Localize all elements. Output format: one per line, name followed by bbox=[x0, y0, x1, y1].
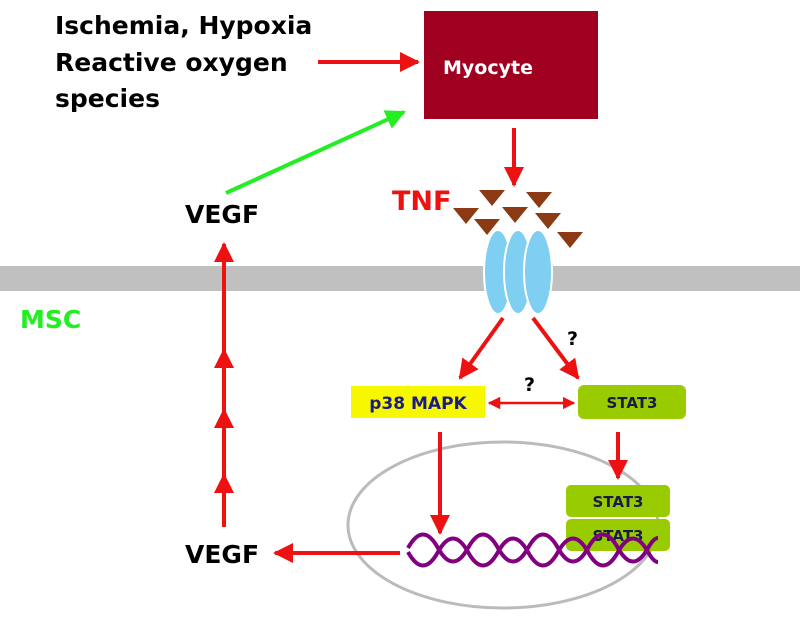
stat3-label: STAT3 bbox=[607, 394, 658, 412]
dna-strand bbox=[406, 536, 659, 568]
arrow-receptor-to-p38 bbox=[458, 316, 505, 380]
question-mark-p38-stat3: ? bbox=[524, 374, 535, 396]
tnf-ligand bbox=[535, 213, 561, 229]
stat3-dimer-top-label: STAT3 bbox=[593, 493, 644, 511]
vegf-top-label: VEGF bbox=[185, 200, 259, 229]
stimulus-label-line2: Reactive oxygen bbox=[55, 48, 288, 77]
stat3-box bbox=[578, 385, 686, 419]
tnf-ligand bbox=[557, 232, 583, 248]
dna-helix bbox=[406, 532, 659, 568]
myocyte-label: Myocyte bbox=[443, 57, 533, 79]
stat3-dimer-top-box bbox=[566, 485, 670, 517]
question-mark-receptor-stat3: ? bbox=[567, 328, 578, 350]
p38-mapk-label: p38 MAPK bbox=[369, 394, 467, 414]
receptor-subunit bbox=[523, 229, 553, 315]
dna-strand bbox=[406, 532, 659, 564]
arrow-receptor-to-stat3 bbox=[531, 316, 580, 380]
tnf-ligand bbox=[474, 219, 500, 235]
cell-membrane bbox=[0, 266, 800, 291]
arrow-vegf-to-myocyte bbox=[225, 110, 406, 195]
tnf-ligand bbox=[526, 192, 552, 208]
tnf-ligands bbox=[453, 190, 583, 248]
tnf-ligand bbox=[479, 190, 505, 206]
tnf-ligand bbox=[502, 207, 528, 223]
p38-mapk-box bbox=[351, 386, 485, 418]
msc-label: MSC bbox=[20, 305, 81, 334]
stimulus-label-line1: Ischemia, Hypoxia bbox=[55, 11, 312, 40]
tnf-ligand bbox=[453, 208, 479, 224]
tnf-receptor bbox=[483, 229, 553, 315]
vegf-bottom-label: VEGF bbox=[185, 540, 259, 569]
tnf-label: TNF bbox=[392, 186, 451, 217]
myocyte-box bbox=[424, 11, 598, 119]
stimulus-label-line3: species bbox=[55, 84, 160, 113]
